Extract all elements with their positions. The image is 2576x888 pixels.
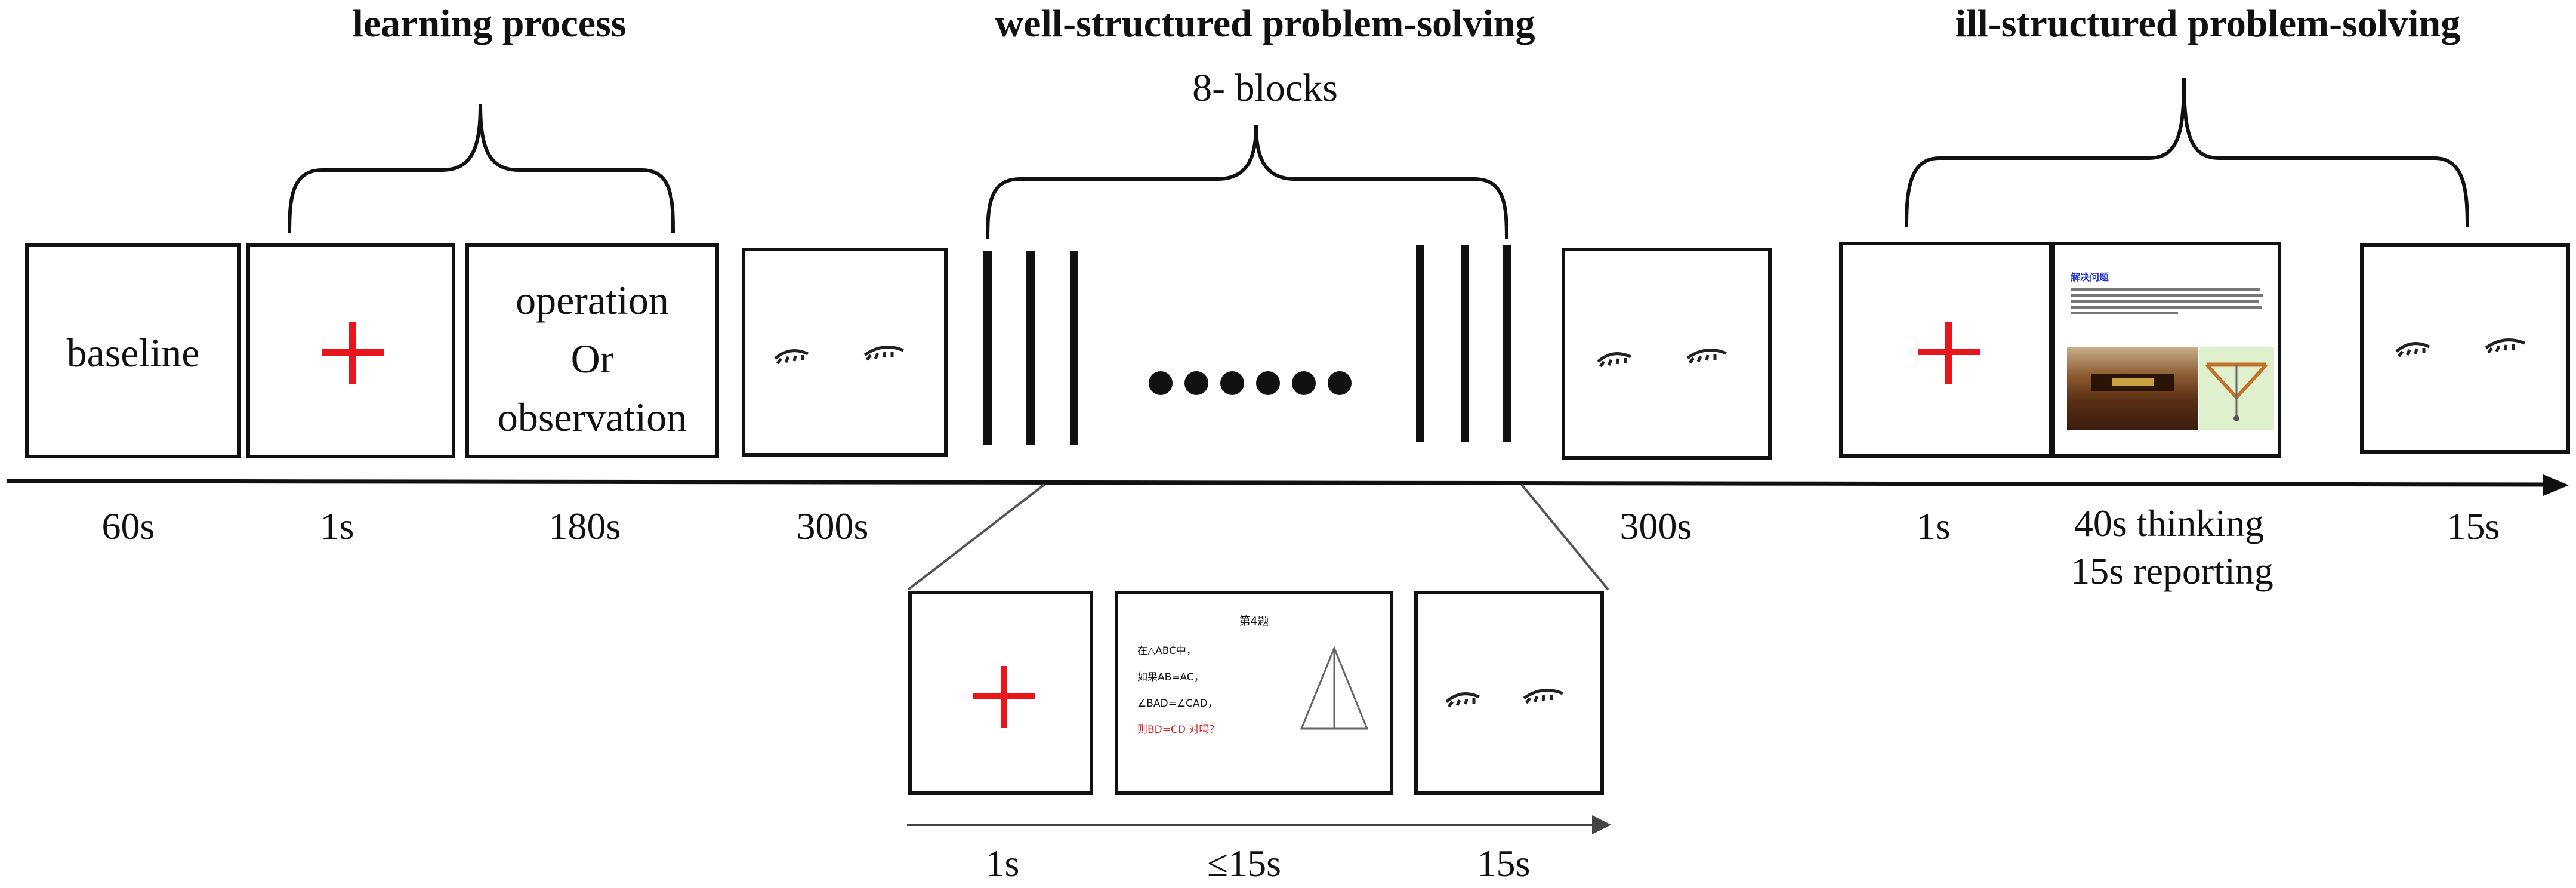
heading-learning-process: learning process [352,2,627,45]
heading-ill-structured: ill-structured problem-solving [1955,2,2461,45]
frame-baseline: baseline [25,243,241,458]
triangle-diagram [1300,646,1369,730]
block-bar [983,251,992,445]
block-time-15s: 15s [1477,842,1531,884]
ellipsis-dot [1220,371,1244,395]
closed-eyes-icon [1445,689,1563,708]
time-15s: 15s [2447,505,2500,547]
block-time-15s-max: ≤15s [1207,842,1282,884]
main-timeline [7,479,2552,487]
block-frame-problem: 第4题 在△ABC中， 如果AB=AC， ∠BAD=∠CAD， 则BD=CD 对… [1115,591,1393,795]
closed-eyes-icon [2395,338,2525,357]
brace-ill [1905,77,2469,227]
plus-cross-icon [1918,322,1980,384]
frame-rest-1 [742,248,948,457]
time-40s-thinking: 40s thinking [2074,502,2265,544]
time-300s-b: 300s [1619,505,1692,547]
block-bar [1461,245,1469,442]
time-15s-reporting: 15s reporting [2071,550,2273,592]
block-time-1s: 1s [985,842,1020,884]
time-180s: 180s [548,505,621,547]
time-300s-a: 300s [796,505,869,547]
block-problem-line3: ∠BAD=∠CAD， [1137,698,1218,710]
zoom-line-left [907,483,1045,591]
block-bar [1503,245,1511,442]
plus-cross-icon [322,322,384,384]
block-frame-fixation [908,591,1093,795]
block-bar [1026,251,1035,445]
heading-well-structured: well-structured problem-solving [995,2,1535,45]
block-problem-title: 第4题 [1239,615,1269,628]
closed-eyes-icon [1597,349,1727,368]
ellipsis-dot [1184,371,1208,395]
time-60s: 60s [101,505,155,547]
block-problem-line1: 在△ABC中， [1137,645,1196,657]
frame-fixation-ill [1839,242,2052,458]
brace-well [986,125,1508,239]
block-bar [1070,251,1078,445]
operation-line2: Or [570,336,614,381]
frame-fixation-learning [246,243,455,458]
ellipsis-dot [1256,371,1280,395]
subheading-blocks: 8- blocks [1192,66,1338,110]
frame-rest-3 [2360,243,2570,454]
block-problem-line2: 如果AB=AC， [1137,671,1204,683]
ellipsis-dot [1149,371,1173,395]
operation-line3: observation [497,394,687,440]
block-frame-rest [1414,591,1604,795]
truss-diagram [2199,347,2274,430]
block-timeline-arrowhead [1592,815,1611,834]
ellipsis-dot [1292,371,1316,395]
ill-problem-title: 解决问题 [2071,272,2109,283]
operation-line1: operation [516,278,669,323]
frame-ill-problem: 解决问题 [2051,242,2281,458]
brace-learning [288,104,675,233]
block-problem-line4: 则BD=CD 对吗？ [1137,724,1220,736]
time-1s: 1s [320,505,354,547]
temple-photo [2067,347,2198,430]
time-1s-ill: 1s [1916,505,1951,547]
plus-cross-icon [973,666,1035,728]
baseline-label: baseline [66,330,200,375]
frame-rest-2 [1562,248,1772,460]
frame-operation: operation Or observation [465,243,719,458]
block-bar [1416,245,1424,442]
zoom-line-right [1520,483,1609,591]
closed-eyes-icon [774,346,904,365]
main-timeline-arrowhead [2543,474,2569,496]
ellipsis-dot [1328,371,1352,395]
ill-problem-text-block [2071,285,2268,318]
